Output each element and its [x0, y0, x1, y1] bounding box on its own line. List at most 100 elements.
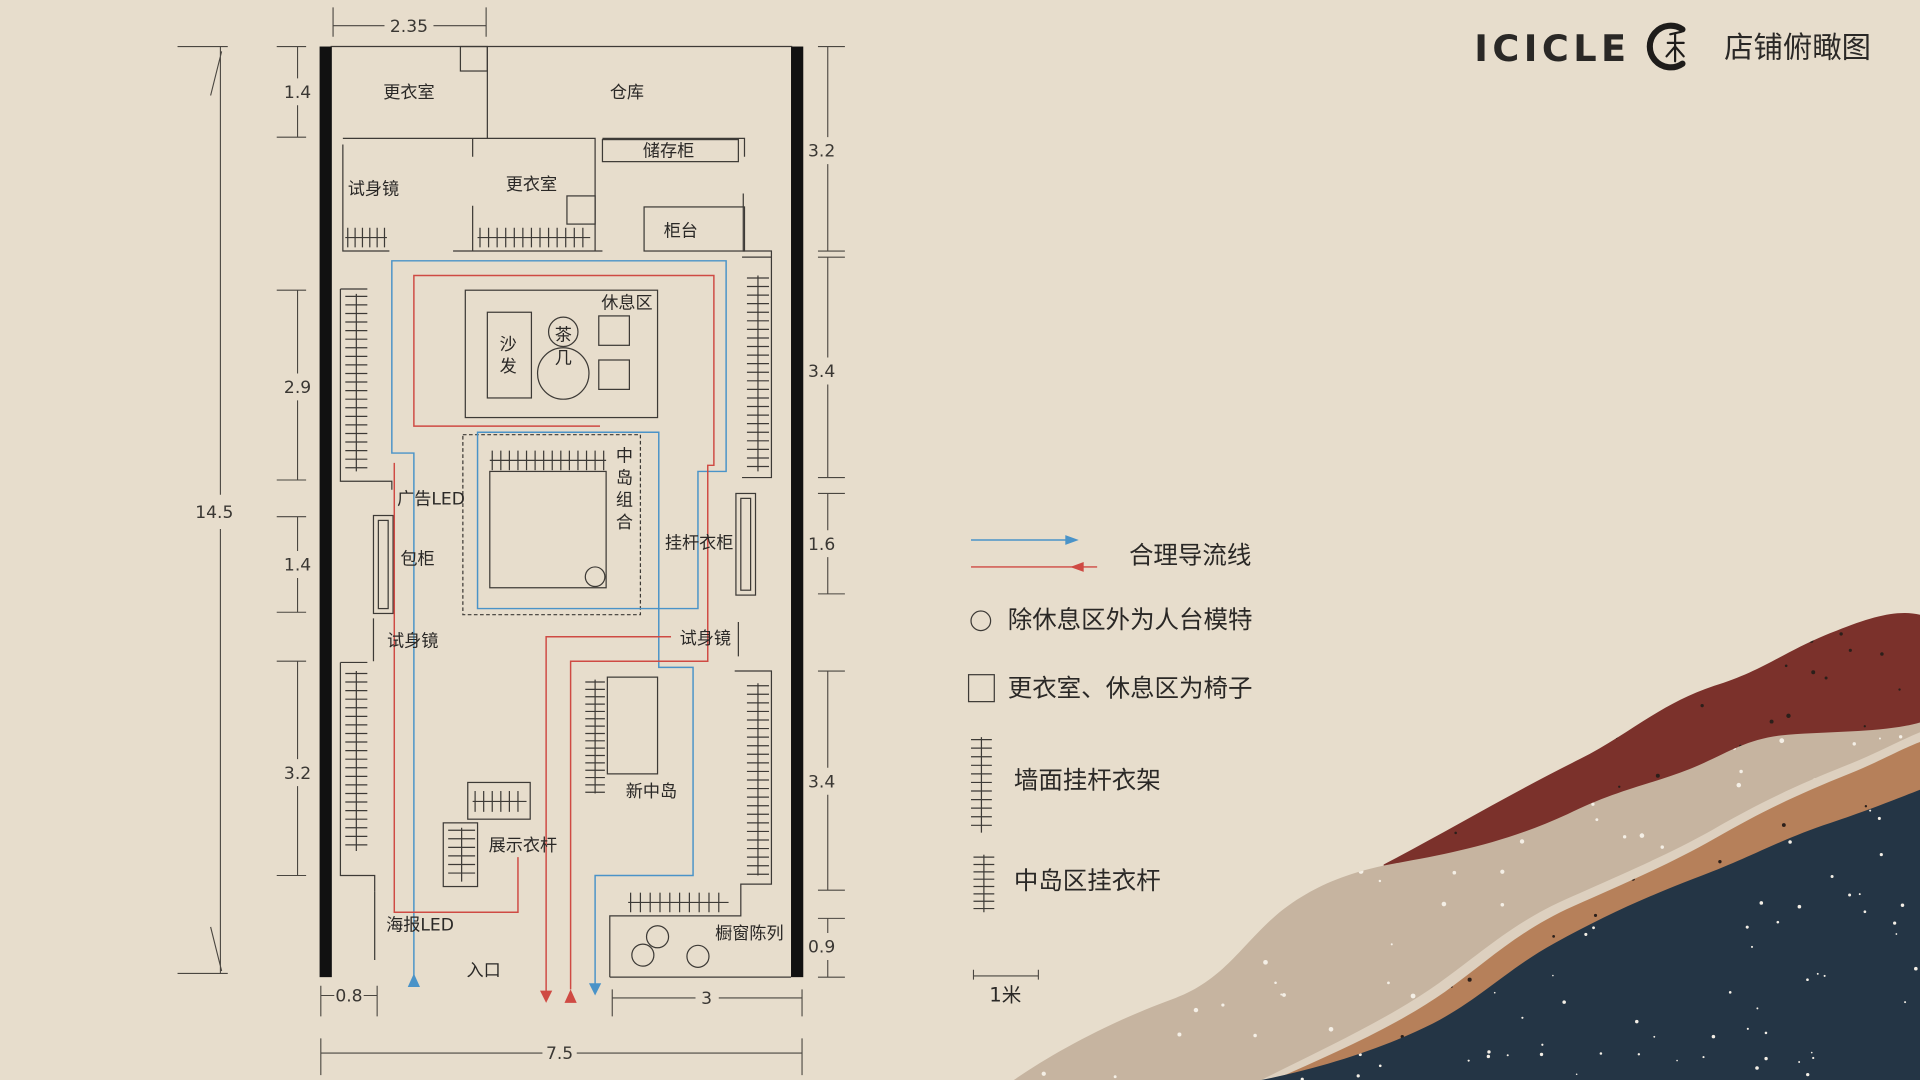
square-icon: [967, 674, 995, 703]
dimension-bottom-left: 0.8: [335, 987, 362, 1007]
speckle-dot: [1878, 737, 1881, 740]
speckle-dot: [1486, 1054, 1491, 1059]
right-wall: [791, 46, 804, 978]
speckle-dot: [1764, 1056, 1768, 1061]
label-hanging-wardrobe: 挂杆衣柜: [665, 534, 734, 554]
speckle-dot: [1552, 935, 1555, 938]
tea-table-large: [536, 347, 590, 400]
speckle-dot: [1193, 1007, 1199, 1013]
rack-new-island: [585, 679, 605, 794]
label-entrance: 入口: [467, 961, 501, 981]
label-tea-table-1: 茶: [555, 325, 572, 345]
speckle-dot: [1869, 809, 1872, 812]
speckle-dot: [1595, 818, 1599, 822]
speckle-dot: [1221, 1003, 1225, 1007]
flow-arrow-red-out: [540, 990, 553, 1003]
speckle-dot: [1584, 932, 1588, 936]
window-mannequin-1: [645, 925, 670, 949]
mountain-layer-navy: [1261, 789, 1920, 1080]
speckle-dot: [1864, 805, 1868, 808]
speckle-dot: [1806, 978, 1809, 982]
wall-rack-icon: [971, 737, 992, 833]
fitting-mirrors: [372, 618, 739, 662]
speckle-dot: [1280, 993, 1283, 996]
speckle-dot: [1781, 823, 1786, 827]
plan-labels: 更衣室 仓库 储存柜 试身镜 更衣室 柜台 休息区 沙 发 茶 几 中 岛 组 …: [348, 83, 784, 981]
speckle-dot: [1893, 921, 1897, 925]
window-mannequin-2: [631, 943, 655, 967]
bag-cabinet: [372, 514, 394, 615]
legend-wall-rack-text: 墙面挂杆衣架: [1014, 766, 1161, 795]
speckle-dot: [1562, 1000, 1566, 1004]
dimension-lines-left: [276, 45, 307, 877]
speckle-dot: [1328, 1027, 1334, 1032]
speckle-dot: [1263, 959, 1268, 965]
speckle-dot: [1824, 676, 1828, 680]
speckle-dot: [1811, 670, 1816, 675]
legend: 合理导流线 除休息区外为人台模特 更衣室、休息区为椅子 墙面挂杆衣架 中岛区挂衣…: [967, 535, 1252, 1007]
flow-arrow-icon: [971, 535, 1098, 572]
icicle-logo-icon: [1646, 22, 1686, 71]
speckle-dot: [1746, 1027, 1749, 1030]
flow-line-red: [393, 274, 715, 995]
legend-scale-text: 1米: [989, 984, 1021, 1007]
speckle-dot: [1750, 945, 1754, 948]
speckle-dot: [1593, 913, 1598, 918]
rack-left-lower-wall: [345, 671, 368, 852]
dimension-left-1: 1.4: [284, 83, 311, 103]
header: ICICLE 店铺俯瞰图: [1474, 22, 1871, 71]
page-title: 店铺俯瞰图: [1724, 31, 1871, 65]
speckle-dot: [1637, 1053, 1641, 1056]
speckle-dot: [1493, 991, 1496, 994]
changing-room-chair: [566, 195, 596, 225]
speckle-dot: [1591, 802, 1595, 806]
flow-arrow-blue-out: [588, 983, 602, 996]
rack-display-top: [472, 791, 527, 812]
window-mannequin-3: [686, 944, 710, 968]
dimension-total-width: 7.5: [546, 1044, 573, 1064]
speckle-dot: [1739, 769, 1743, 774]
speckle-dot: [1041, 1071, 1046, 1076]
dimension-left-4: 3.2: [284, 764, 311, 784]
speckle-dot: [1387, 981, 1390, 985]
dimension-right-1: 3.2: [808, 142, 835, 162]
speckle-dot: [1519, 839, 1525, 844]
flow-lines: [391, 260, 727, 1003]
island-rack-icon: [973, 854, 995, 913]
label-tea-table-2: 几: [555, 349, 572, 369]
dimension-bottom-right: 3: [701, 989, 712, 1009]
tea-table-small: [547, 316, 579, 348]
rack-right-lower-wall: [746, 683, 769, 876]
label-poster-led: 海报LED: [386, 916, 454, 936]
rack-right-upper-wall: [746, 275, 769, 472]
label-bag-cabinet: 包柜: [400, 549, 434, 569]
legend-island-rack-text: 中岛区挂衣杆: [1014, 866, 1161, 895]
speckle-dot: [1622, 835, 1627, 839]
sofa: [486, 311, 533, 399]
interior-partitions: [339, 46, 792, 978]
label-new-island: 新中岛: [626, 782, 677, 802]
display-rack-box-top: [467, 781, 531, 820]
speckle-dot: [1769, 719, 1774, 724]
dimension-right-3: 1.6: [808, 535, 835, 555]
speckle-dot: [1779, 738, 1785, 744]
speckle-dot: [1858, 893, 1861, 896]
label-fitting-mirror-right: 试身镜: [680, 629, 731, 649]
speckle-dot: [1759, 901, 1764, 905]
speckle-dot: [1410, 993, 1416, 999]
dimension-right-2: 3.4: [808, 362, 835, 382]
speckle-dot: [1797, 904, 1802, 909]
dimension-right-5: 0.9: [808, 938, 835, 958]
display-rack-box-lower: [442, 822, 479, 888]
speckle-dot: [1904, 1001, 1907, 1004]
speckle-dot: [1282, 993, 1286, 997]
label-island-combo-1: 中: [616, 447, 633, 467]
speckle-dot: [1898, 688, 1901, 691]
hanging-wardrobe-inner: [740, 497, 752, 591]
speckle-dot: [1736, 782, 1742, 788]
label-lounge: 休息区: [601, 294, 652, 314]
speckle-dot: [1635, 1019, 1639, 1024]
legend-blue-arrowhead: [1065, 535, 1079, 545]
speckle-dot: [1848, 648, 1852, 652]
